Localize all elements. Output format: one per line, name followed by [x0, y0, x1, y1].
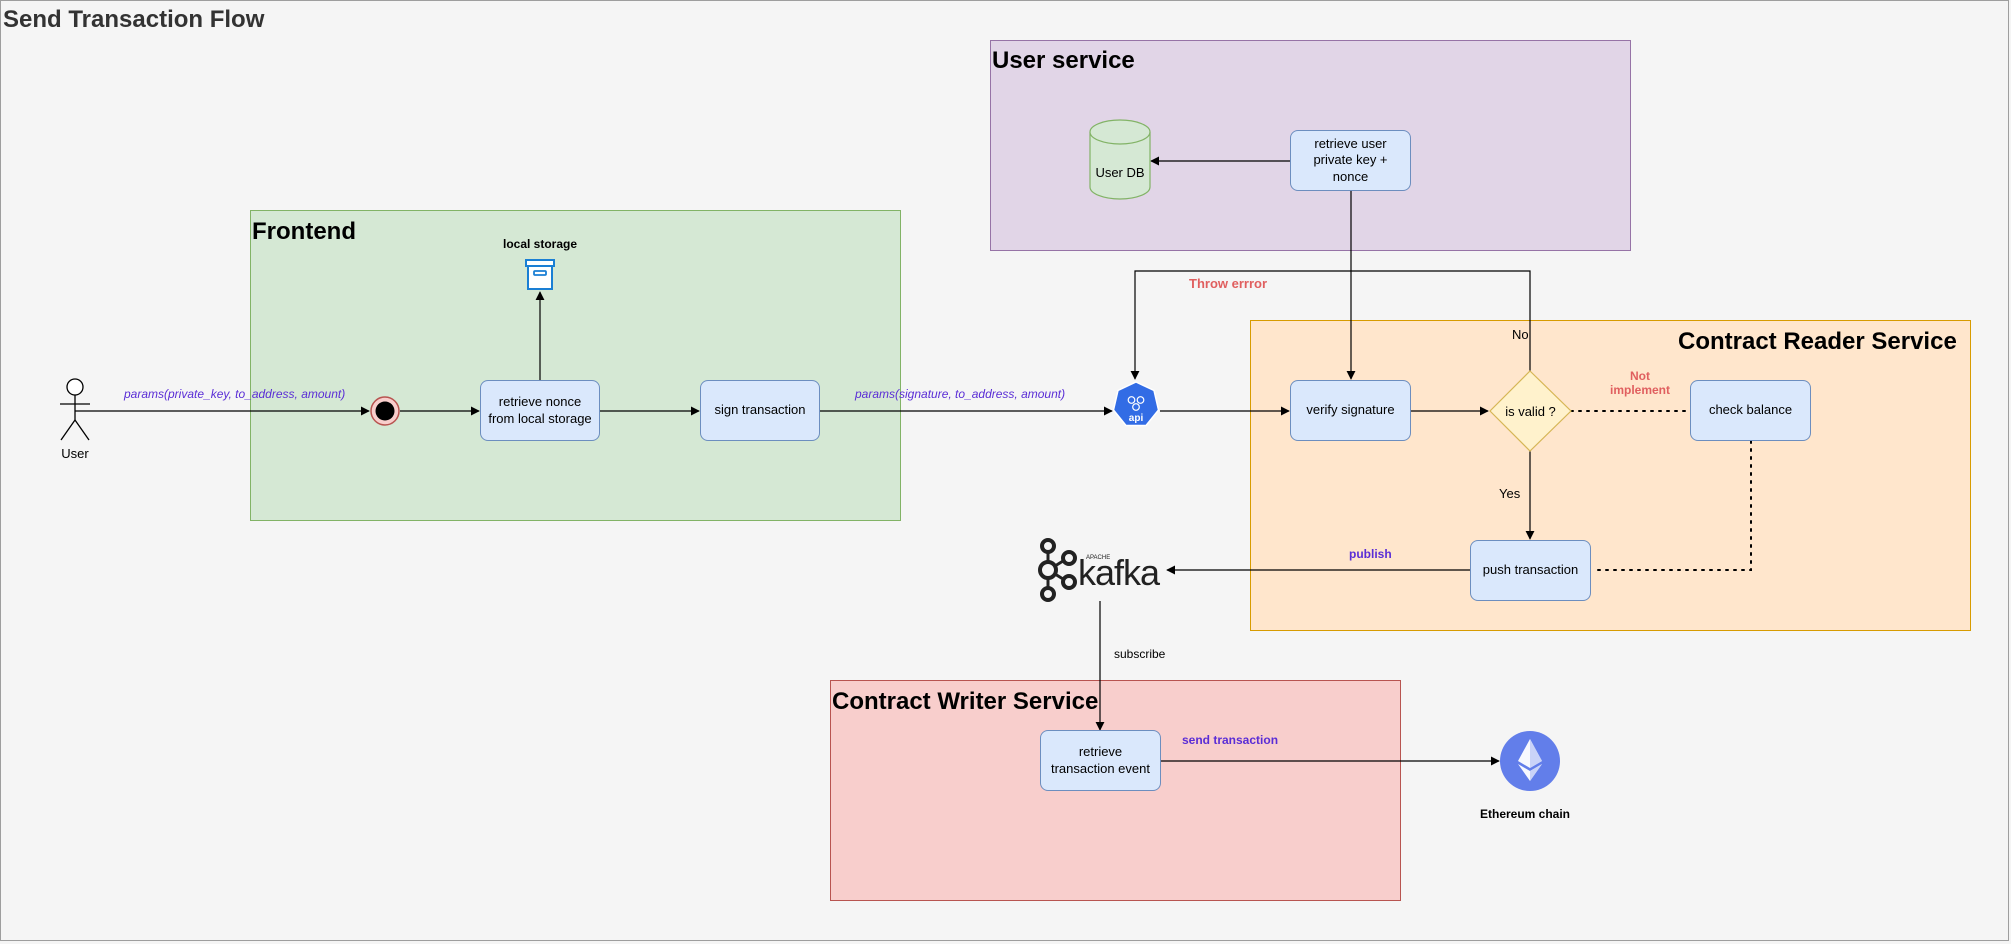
- api-icon-label: api: [1128, 413, 1144, 424]
- user-db-cylinder-icon: [1089, 119, 1151, 200]
- user-label: User: [61, 446, 89, 461]
- step-retrieve-nonce-label: retrieve nonce from local storage: [488, 394, 592, 426]
- step-retrieve-user-key[interactable]: retrieve user private key + nonce: [1290, 130, 1411, 191]
- frontend-region: [250, 210, 901, 521]
- kafka-wordmark: kafka: [1078, 552, 1160, 593]
- user-service-region-title: User service: [992, 47, 1135, 74]
- step-verify-signature-label: verify signature: [1306, 402, 1395, 418]
- contract-writer-region: [830, 680, 1401, 901]
- label-throw-error: Throw errror: [1189, 276, 1268, 291]
- decision-diamond: [1489, 370, 1572, 452]
- step-retrieve-event[interactable]: retrieve transaction event: [1040, 730, 1161, 791]
- step-check-balance[interactable]: check balance: [1690, 380, 1811, 441]
- edge-balance-to-push: [1591, 440, 1752, 571]
- step-sign-transaction[interactable]: sign transaction: [700, 380, 820, 441]
- user-db-label: User DB: [1095, 165, 1145, 180]
- label-subscribe: subscribe: [1114, 647, 1166, 661]
- step-retrieve-user-key-label: retrieve user private key + nonce: [1313, 136, 1388, 184]
- step-retrieve-nonce[interactable]: retrieve nonce from local storage: [480, 380, 600, 441]
- step-check-balance-label: check balance: [1708, 402, 1793, 418]
- local-storage-label: local storage: [502, 237, 578, 251]
- frontend-region-title: Frontend: [252, 218, 356, 245]
- step-push-transaction[interactable]: push transaction: [1470, 540, 1591, 601]
- contract-reader-region-title: Contract Reader Service: [1678, 328, 1957, 355]
- decision-is-valid-label: is valid ?: [1505, 403, 1556, 419]
- label-send-transaction: send transaction: [1182, 733, 1279, 747]
- ethereum-label: Ethereum chain: [1479, 807, 1571, 821]
- decision-is-valid[interactable]: is valid ?: [1489, 370, 1572, 452]
- step-push-transaction-label: push transaction: [1482, 562, 1579, 578]
- label-not-implement: Not implement: [1610, 369, 1671, 397]
- kafka-apache-label: APACHE: [1086, 555, 1111, 561]
- label-params-user: params(private_key, to_address, amount): [124, 387, 346, 401]
- label-publish: publish: [1349, 547, 1392, 561]
- step-sign-transaction-label: sign transaction: [714, 402, 806, 418]
- kafka-logo-icon: [1038, 538, 1077, 602]
- ethereum-icon: [1500, 731, 1560, 791]
- start-event-icon: [370, 396, 400, 426]
- contract-reader-region: [1250, 320, 1971, 631]
- archive-box-icon: [525, 259, 555, 290]
- label-params-api: params(signature, to_address, amount): [855, 387, 1066, 401]
- step-retrieve-event-label: retrieve transaction event: [1050, 744, 1150, 776]
- user-actor-icon: [60, 378, 90, 441]
- label-no: No: [1512, 327, 1529, 342]
- label-yes: Yes: [1499, 486, 1521, 501]
- edge-valid-no-to-api: [1130, 270, 1531, 380]
- diagram-title: Send Transaction Flow: [3, 6, 265, 33]
- kubernetes-api-icon: [1112, 381, 1160, 427]
- contract-writer-region-title: Contract Writer Service: [832, 688, 1099, 715]
- step-verify-signature[interactable]: verify signature: [1290, 380, 1411, 441]
